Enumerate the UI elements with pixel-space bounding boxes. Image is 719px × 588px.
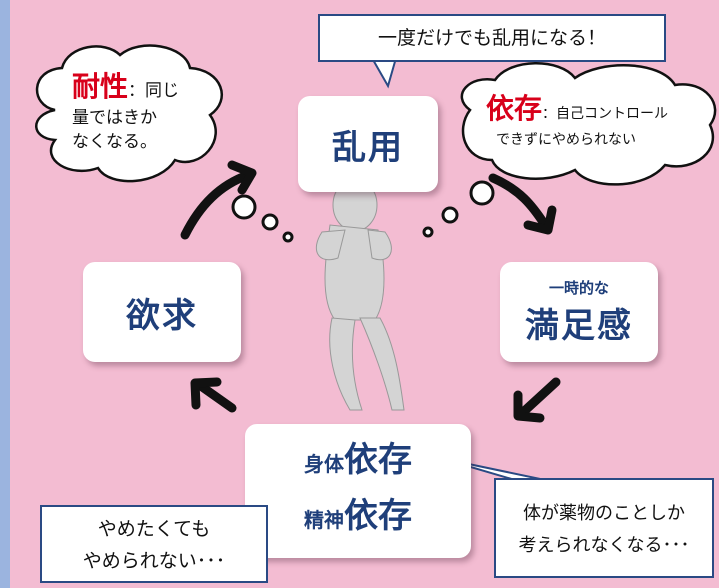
- physical-prefix: 身体: [304, 452, 344, 476]
- thought-dots: [231, 180, 495, 243]
- dependence-title: 依存: [486, 92, 543, 125]
- physical-dependence: 依存: [344, 440, 412, 480]
- dependence-text-1: ：自己コントロール: [542, 106, 669, 122]
- craving-box: 欲求: [83, 262, 241, 362]
- tolerance-text-2: 量ではきか: [72, 108, 157, 128]
- left-accent-bar: [0, 0, 10, 588]
- bottom-right-text-2: 考えられなくなる･･･: [518, 535, 690, 556]
- distressed-figure: [316, 178, 405, 411]
- top-callout: 一度だけでも乱用になる！: [318, 14, 666, 62]
- mental-dependence: 依存: [344, 496, 412, 536]
- bottom-right-callout: 体が薬物のことしか 考えられなくなる･･･: [494, 478, 714, 578]
- right-thought-cloud: [460, 62, 717, 186]
- bottom-left-text-1: やめたくても: [97, 518, 211, 540]
- mental-prefix: 精神: [304, 508, 344, 532]
- tolerance-cloud-text: 耐性：同じ 量ではきか なくなる。: [72, 72, 222, 154]
- top-callout-text: 一度だけでも乱用になる！: [377, 27, 606, 49]
- dependence-cloud-text: 依存：自己コントロール できずにやめられない: [486, 94, 716, 151]
- left-thought-cloud: [35, 44, 223, 183]
- satisfaction-box: 一時的な 満足感: [500, 262, 658, 362]
- bottom-left-text-2: やめられない･･･: [82, 550, 226, 572]
- satisfaction-label: 満足感: [525, 306, 633, 346]
- satisfaction-sub-label: 一時的な: [548, 279, 609, 297]
- dependence-box: 身体依存 精神依存: [245, 424, 471, 558]
- tolerance-text-1: ：同じ: [128, 81, 180, 101]
- abuse-label: 乱用: [332, 127, 404, 168]
- top-callout-pointer: [370, 57, 398, 89]
- tolerance-title: 耐性: [72, 70, 129, 103]
- abuse-box: 乱用: [298, 96, 438, 192]
- dependence-text-2: できずにやめられない: [496, 132, 636, 148]
- tolerance-text-3: なくなる。: [72, 132, 157, 152]
- bottom-right-text-1: 体が薬物のことしか: [523, 503, 685, 524]
- craving-label: 欲求: [126, 295, 198, 336]
- bottom-left-callout: やめたくても やめられない･･･: [40, 505, 268, 583]
- cycle-arrows: [180, 160, 561, 423]
